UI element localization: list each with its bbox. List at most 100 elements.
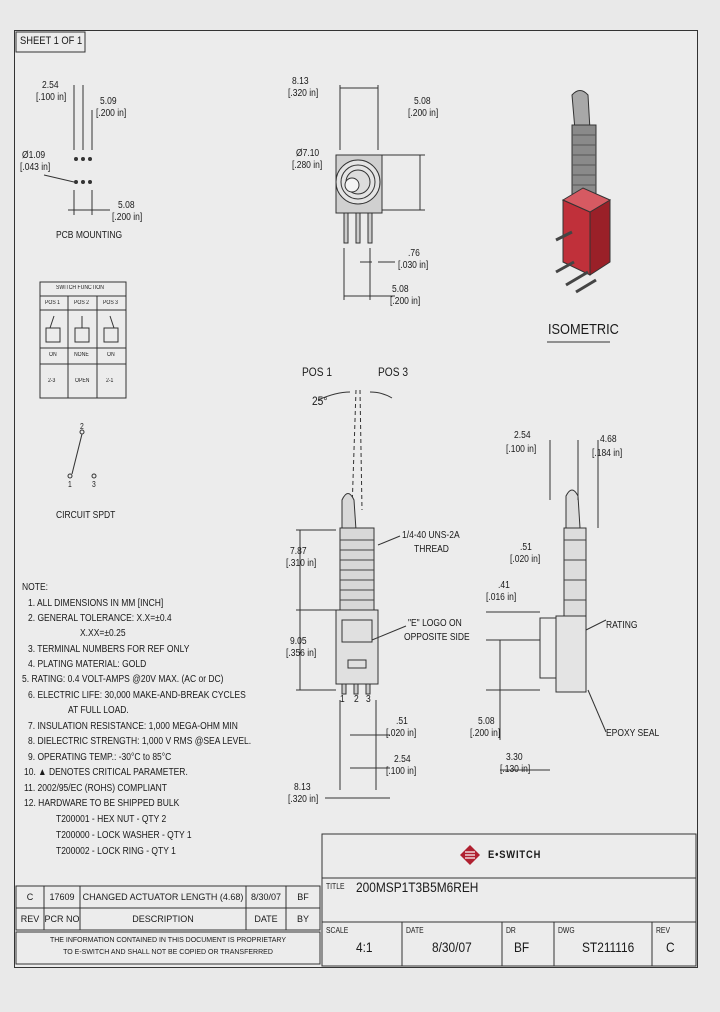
sf-head-3: POS 3 (103, 300, 119, 306)
front-w: 8.13 (292, 76, 309, 87)
note-6: 6. ELECTRIC LIFE: 30,000 MAKE-AND-BREAK … (28, 690, 246, 701)
logo-note-2: OPPOSITE SIDE (404, 632, 470, 643)
note-4: 4. PLATING MATERIAL: GOLD (28, 659, 147, 670)
title-value: 200MSP1T3B5M6REH (356, 879, 479, 895)
right-e-in: [.200 in] (470, 728, 501, 739)
pcb-dim3-in: [.200 in] (112, 212, 143, 223)
scale-label: SCALE (326, 926, 349, 935)
circuit-pin-right: 3 (92, 480, 96, 489)
rev-head-by: BY (296, 914, 309, 924)
pcb-dim1-in: [.100 in] (36, 92, 67, 103)
side-w: 8.13 (294, 782, 311, 793)
side-w-in: [.320 in] (288, 794, 319, 805)
note-2: 2. GENERAL TOLERANCE: X.X=±0.4 (28, 613, 172, 624)
pos1-label: POS 1 (302, 365, 333, 379)
side-pin-3: 3 (366, 694, 371, 705)
note-6b: AT FULL LOAD. (68, 705, 129, 716)
isometric-label: ISOMETRIC (548, 321, 619, 338)
rev-head-desc: DESCRIPTION (132, 914, 194, 924)
note-5: 5. RATING: 0.4 VOLT-AMPS @20V MAX. (AC o… (22, 674, 224, 685)
right-c: .51 (520, 542, 532, 553)
rev-head-rev: REV (20, 914, 40, 924)
front-view (335, 85, 425, 300)
pcb-hole-in: [.043 in] (20, 162, 51, 173)
side-p1: .51 (396, 716, 408, 727)
sf-head-1: POS 1 (45, 300, 61, 306)
dr-label: DR (506, 926, 516, 935)
right-a: 2.54 (514, 430, 531, 441)
front-h-in: [.200 in] (408, 108, 439, 119)
rev-row-desc: CHANGED ACTUATOR LENGTH (4.68) (82, 892, 244, 902)
note-12: 12. HARDWARE TO BE SHIPPED BULK (24, 798, 180, 809)
right-e: 5.08 (478, 716, 495, 727)
circuit-label: CIRCUIT SPDT (56, 510, 116, 521)
right-f: 3.30 (506, 752, 523, 763)
date-label: DATE (406, 926, 424, 935)
note-2b: X.XX=±0.25 (80, 628, 126, 639)
rev-value: C (666, 939, 675, 955)
thread-label-2: THREAD (414, 544, 449, 555)
sf-state-2: NONE (74, 352, 89, 358)
front-pitch: 5.08 (392, 284, 409, 295)
rev-row-rev: C (26, 892, 34, 902)
sf-state-1: ON (49, 352, 57, 358)
side-p2-in: [.100 in] (386, 766, 417, 777)
right-a-in: [.100 in] (506, 444, 537, 455)
pcb-dim3: 5.08 (118, 200, 135, 211)
pos3-label: POS 3 (378, 365, 409, 379)
dwg-label: DWG (558, 926, 575, 935)
rev-head-pcr: PCR NO (44, 914, 80, 924)
dr-value: BF (514, 939, 530, 955)
sheet-label-box (15, 31, 86, 53)
front-pin: .76 (408, 248, 420, 259)
rev-label: REV (656, 926, 670, 935)
disclaimer-2: TO E-SWITCH AND SHALL NOT BE COPIED OR T… (63, 948, 273, 956)
note-10: 10. ▲ DENOTES CRITICAL PARAMETER. (24, 767, 188, 778)
revision-table-lines (15, 885, 321, 965)
sf-title: SWITCH FUNCTION (56, 285, 104, 291)
front-h: 5.08 (414, 96, 431, 107)
right-f-in: [.130 in] (500, 764, 531, 775)
title-block-lines (321, 833, 697, 967)
side-view (296, 389, 407, 799)
note-12b: T200000 - LOCK WASHER - QTY 1 (56, 830, 192, 841)
disclaimer-1: THE INFORMATION CONTAINED IN THIS DOCUME… (49, 936, 287, 944)
isometric-view (547, 90, 612, 343)
note-heading: NOTE: (22, 582, 48, 593)
pcb-holes (74, 157, 92, 184)
side-p1-in: [.020 in] (386, 728, 417, 739)
front-pitch-in: [.200 in] (390, 296, 421, 307)
front-w-in: [.320 in] (288, 88, 319, 99)
sf-term-3: 2-1 (106, 378, 114, 384)
circuit-pin-top: 2 (80, 422, 84, 431)
date-value: 8/30/07 (432, 939, 472, 955)
pcb-dim2-in: [.200 in] (96, 108, 127, 119)
front-dia-in: [.280 in] (292, 160, 323, 171)
front-pin-in: [.030 in] (398, 260, 429, 271)
side-h2-in: [.356 in] (286, 648, 317, 659)
pcb-dim1: 2.54 (42, 80, 59, 91)
front-dia: Ø7.10 (296, 148, 320, 159)
rev-row-pcr: 17609 (49, 892, 75, 902)
right-b-in: [.184 in] (592, 448, 623, 459)
rev-head-date: DATE (254, 914, 278, 924)
side-h1: 7.87 (290, 546, 307, 557)
note-8: 8. DIELECTRIC STRENGTH: 1,000 V RMS @SEA… (28, 736, 252, 747)
side-h2: 9.05 (290, 636, 307, 647)
circuit-pin-left: 1 (68, 480, 72, 489)
sf-state-3: ON (107, 352, 115, 358)
right-d-in: [.016 in] (486, 592, 517, 603)
sheet-label: SHEET 1 OF 1 (20, 35, 83, 47)
brand-name: E•SWITCH (488, 849, 542, 861)
logo-note: "E" LOGO ON (408, 618, 462, 629)
note-11: 11. 2002/95/EC (ROHS) COMPLIANT (24, 783, 167, 794)
pcb-dim2: 5.09 (100, 96, 117, 107)
note-12a: T200001 - HEX NUT - QTY 2 (56, 814, 167, 825)
thread-label: 1/4-40 UNS-2A (402, 530, 460, 541)
side-p2: 2.54 (394, 754, 411, 765)
side-pin-1: 1 (340, 694, 345, 705)
title-label: TITLE (326, 882, 345, 891)
note-1: 1. ALL DIMENSIONS IN MM [INCH] (28, 598, 164, 609)
right-view (486, 440, 607, 771)
